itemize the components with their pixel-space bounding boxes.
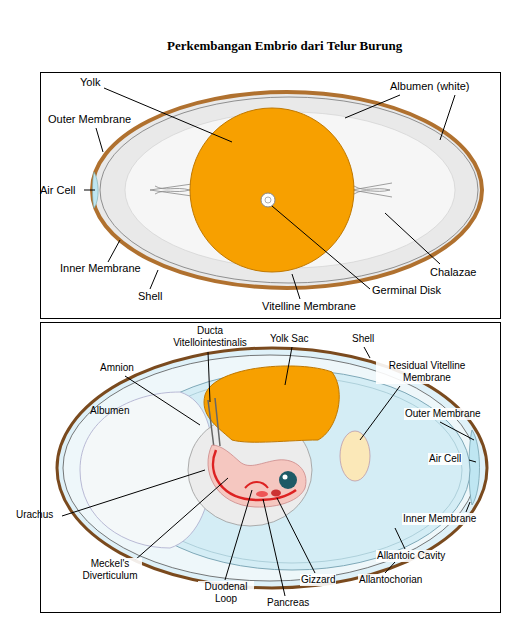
part-label: Chalazae <box>430 266 476 279</box>
eye <box>279 471 297 489</box>
part-label: Outer Membrane <box>404 408 482 420</box>
part-label: Outer Membrane <box>48 113 131 126</box>
gizzard <box>271 490 281 497</box>
part-label: Gizzard <box>300 574 336 586</box>
chalaza <box>150 184 192 196</box>
panel-frame <box>41 323 501 613</box>
part-label: Meckel's Diverticulum <box>78 558 142 582</box>
part-label: Vitelline Membrane <box>262 300 356 313</box>
leader-lines <box>62 347 476 596</box>
part-label: Duodenal Loop <box>198 581 254 605</box>
part-label: Allantoic Cavity <box>376 550 446 562</box>
part-label: Amnion <box>100 362 134 374</box>
part-label: Residual Vitelline Membrane <box>376 360 478 384</box>
shell <box>92 92 482 288</box>
residual-vitelline <box>340 431 370 481</box>
part-label: Yolk Sac <box>270 333 309 345</box>
part-label: Ducta Vitellointestinalis <box>160 325 260 349</box>
part-label: Yolk <box>80 76 100 89</box>
part-label: Albumen <box>90 405 129 417</box>
part-label: Albumen (white) <box>390 80 469 93</box>
duodenal-loop <box>245 482 268 488</box>
part-label: Urachus <box>16 509 53 521</box>
germinal-disk <box>261 193 275 207</box>
eye-highlight <box>283 475 288 480</box>
part-label: Allantochorian <box>358 574 423 586</box>
part-label: Air Cell <box>40 184 75 197</box>
part-label: Air Cell <box>428 453 462 465</box>
part-label: Shell <box>138 290 162 303</box>
gut <box>213 450 296 500</box>
yolk-stalk <box>208 398 220 448</box>
pancreas <box>256 491 268 497</box>
part-label: Pancreas <box>266 597 310 609</box>
embryo <box>208 445 306 507</box>
part-label: Germinal Disk <box>372 284 441 297</box>
part-label: Inner Membrane <box>402 513 477 525</box>
title: Perkembangan Embrio dari Telur Burung <box>167 38 402 54</box>
air-cell <box>469 430 480 505</box>
part-label: Inner Membrane <box>60 262 141 275</box>
germinal-disk <box>265 197 271 203</box>
membrane <box>63 355 477 581</box>
yolk <box>190 108 354 272</box>
panel-frame <box>41 73 501 319</box>
chalaza <box>352 183 392 197</box>
part-label: Shell <box>352 333 374 345</box>
membrane <box>100 97 478 283</box>
shell <box>57 348 487 588</box>
yolk-sac <box>204 366 339 442</box>
